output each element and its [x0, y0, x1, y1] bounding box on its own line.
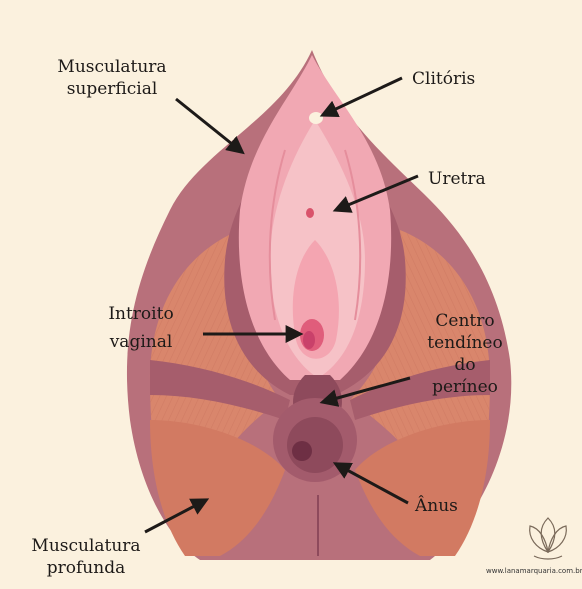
anus-mark	[292, 441, 312, 461]
label-introito-vaginal: Introito vaginal	[86, 303, 196, 353]
label-anus: Ânus	[415, 495, 458, 517]
urethra-mark	[306, 208, 314, 218]
label-clitoris: Clitóris	[412, 68, 475, 90]
arrow-musculatura-superficial	[176, 99, 242, 152]
vaginal-opening-inner	[303, 331, 315, 349]
lotus-logo-icon	[530, 518, 567, 559]
label-centro-tendineo: Centro tendíneo do períneo	[410, 310, 520, 398]
label-musculatura-profunda: Musculatura profunda	[16, 535, 156, 579]
clitoris-mark	[309, 112, 323, 124]
label-uretra: Uretra	[428, 168, 486, 190]
label-musculatura-superficial: Musculatura superficial	[42, 56, 182, 100]
watermark-url: www.lanamarquaria.com.br	[486, 567, 582, 575]
